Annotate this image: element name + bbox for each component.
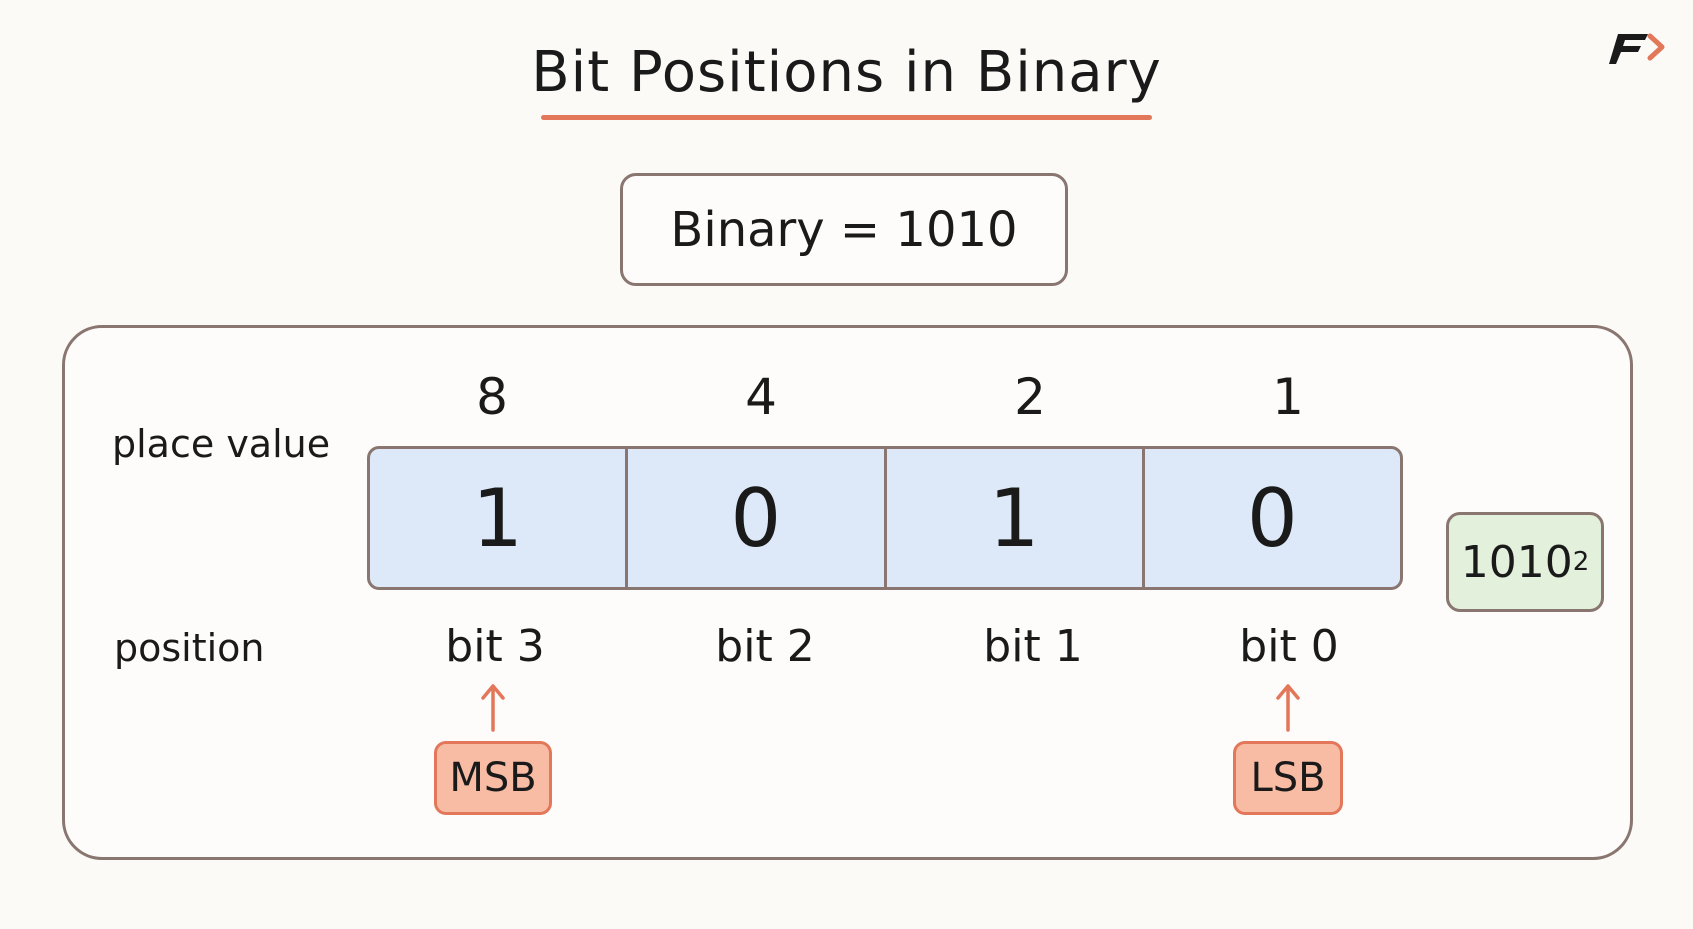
bit-cell-2: 0 (628, 449, 887, 587)
binary-expression: Binary = 1010 (670, 201, 1018, 258)
result-base: 2 (1572, 547, 1590, 577)
bit-name-1: bit 1 (983, 621, 1083, 672)
msb-label: MSB (449, 755, 537, 801)
arrow-up-icon (481, 684, 505, 732)
bit-cell-1: 1 (887, 449, 1145, 587)
msb-tag: MSB (434, 741, 552, 815)
brand-logo-icon (1609, 33, 1665, 64)
bit-name-3: bit 3 (445, 621, 545, 672)
place-value-1: 1 (1272, 368, 1304, 426)
binary-expression-box: Binary = 1010 (620, 173, 1068, 286)
lsb-tag: LSB (1233, 741, 1343, 815)
result-value: 1010 (1460, 536, 1573, 588)
bit-row: 1 0 1 0 (367, 446, 1403, 590)
place-value-2: 2 (1014, 368, 1046, 426)
lsb-label: LSB (1250, 755, 1326, 801)
position-label: position (114, 626, 265, 670)
arrow-up-icon (1276, 684, 1300, 732)
bit-name-0: bit 0 (1239, 621, 1339, 672)
title-underline (541, 115, 1152, 120)
place-value-label: place value (112, 422, 331, 466)
bit-positions-panel (62, 325, 1633, 860)
bit-cell-3: 1 (370, 449, 629, 587)
bit-cell-0: 0 (1246, 471, 1298, 565)
bit-name-2: bit 2 (715, 621, 815, 672)
place-value-8: 8 (476, 368, 508, 426)
page-title: Bit Positions in Binary (531, 40, 1162, 105)
place-value-4: 4 (745, 368, 777, 426)
